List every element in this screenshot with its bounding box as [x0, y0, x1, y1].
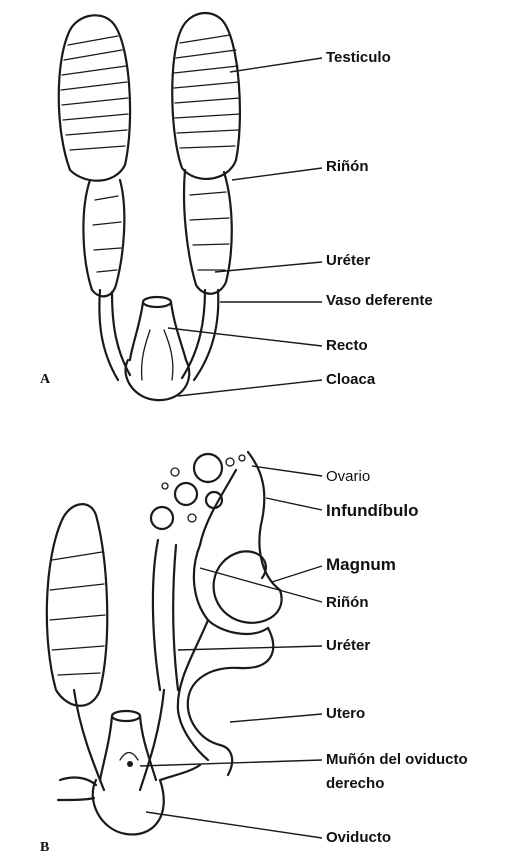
label-ureter-a: Uréter [326, 252, 370, 270]
label-testiculo: Testiculo [326, 49, 391, 67]
rectum-b [112, 711, 140, 721]
label-ureter-b: Uréter [326, 637, 370, 655]
label-rinon-b: Riñón [326, 594, 369, 612]
label-rinon-a: Riñón [326, 158, 369, 176]
label-vaso-deferente: Vaso deferente [326, 292, 433, 310]
panel-letter-b: B [40, 840, 49, 856]
right-kidney [184, 170, 232, 294]
label-ovario: Ovario [326, 468, 370, 486]
label-munon-line1: Muñón del oviducto [326, 751, 468, 769]
ovary [151, 454, 245, 529]
rectum [143, 297, 171, 307]
left-kidney-b [47, 504, 107, 706]
right-testis [172, 13, 240, 179]
right-kidney-b [153, 540, 160, 690]
left-kidney [83, 180, 124, 296]
label-magnum: Magnum [326, 556, 396, 574]
label-recto: Recto [326, 337, 368, 355]
label-cloaca: Cloaca [326, 371, 375, 389]
label-infundibulo: Infundíbulo [326, 502, 419, 520]
magnum [214, 551, 282, 622]
cloaca [126, 360, 190, 400]
male-tract-drawing [59, 13, 240, 400]
female-tract-drawing [47, 452, 282, 834]
leader-lines-a [168, 58, 322, 396]
panel-letter-a: A [40, 372, 50, 388]
label-utero: Utero [326, 705, 365, 723]
label-munon-line2: derecho [326, 775, 384, 793]
infundibulum [248, 452, 280, 590]
label-oviducto: Oviducto [326, 829, 391, 847]
leader-lines-b [140, 466, 322, 838]
